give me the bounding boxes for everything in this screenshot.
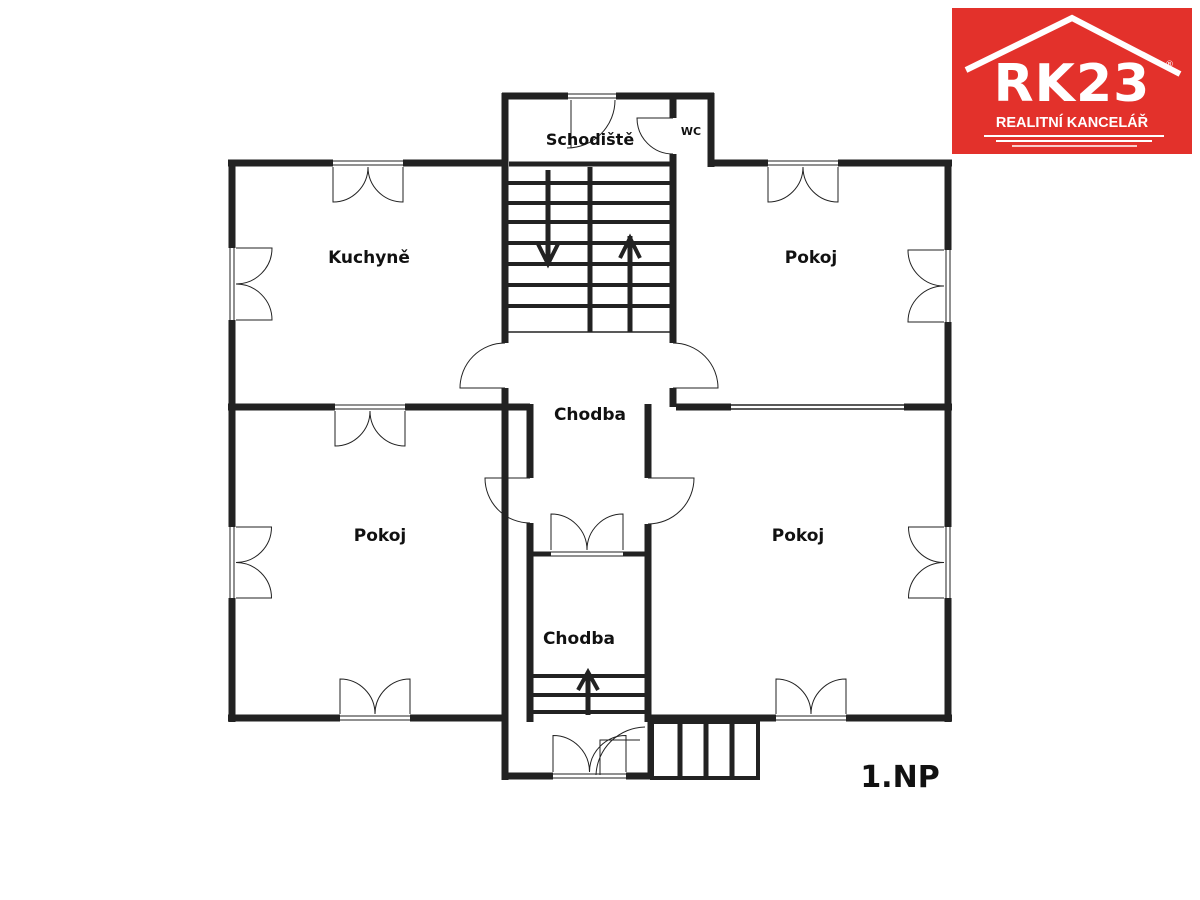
door-swing xyxy=(459,342,506,389)
window xyxy=(907,526,952,599)
door xyxy=(484,477,534,524)
window-opening xyxy=(333,159,403,167)
window-opening xyxy=(553,772,626,780)
door-opening xyxy=(669,118,677,154)
window xyxy=(339,678,411,722)
window-leaves xyxy=(907,526,945,599)
room-label-wc: WC xyxy=(681,125,701,138)
window-leaves xyxy=(332,166,404,203)
window xyxy=(334,403,406,447)
window xyxy=(767,159,839,203)
room-label-pokoj-top-right: Pokoj xyxy=(785,248,838,268)
stair-arrow-up-icon xyxy=(618,233,642,259)
logo-brand: RK23 xyxy=(993,54,1151,114)
window-leaves xyxy=(550,513,624,551)
window-leaves xyxy=(775,678,847,715)
window-leaves xyxy=(907,249,945,323)
floor-label: 1.NP xyxy=(860,760,939,795)
wall xyxy=(509,161,676,167)
door-opening xyxy=(644,478,652,524)
rk23-logo: RK23 ® REALITNÍ KANCELÁŘ xyxy=(952,8,1192,154)
room-label-kuchyne: Kuchyně xyxy=(328,248,410,268)
window-opening xyxy=(228,527,236,598)
door-opening xyxy=(526,478,534,523)
stair-arrow-down-icon xyxy=(536,243,560,269)
wall xyxy=(228,160,236,722)
door-swing xyxy=(672,342,719,389)
wall xyxy=(644,404,652,722)
room-labels: Schodiště WC Kuchyně Pokoj Chodba Pokoj … xyxy=(328,125,940,795)
wall xyxy=(676,403,731,411)
logo-tagline: REALITNÍ KANCELÁŘ xyxy=(995,115,1149,131)
window-leaves xyxy=(552,734,627,773)
door-opening xyxy=(501,343,509,388)
window xyxy=(552,734,627,780)
window-leaf xyxy=(566,99,616,149)
door-swing xyxy=(636,117,674,155)
window-opening xyxy=(944,250,952,322)
window-leaves xyxy=(767,166,839,203)
door xyxy=(636,117,677,155)
room-label-pokoj-left: Pokoj xyxy=(354,526,407,546)
window xyxy=(566,92,616,149)
wall xyxy=(501,93,509,780)
logo-registered: ® xyxy=(1165,60,1174,70)
window-opening xyxy=(568,92,616,100)
entrance-door-swing xyxy=(595,726,646,776)
door-swing xyxy=(484,477,531,524)
wall xyxy=(669,96,677,407)
window-opening xyxy=(776,714,846,722)
window-opening xyxy=(551,550,623,558)
door xyxy=(459,342,509,389)
door-swing xyxy=(647,477,695,525)
fixtures xyxy=(228,92,952,780)
window xyxy=(332,159,404,203)
room-label-chodba-entrance: Chodba xyxy=(543,629,615,649)
window xyxy=(228,247,273,321)
roof-icon xyxy=(964,14,1182,147)
window-opening xyxy=(768,159,838,167)
window-leaves xyxy=(334,410,406,447)
window-leaves xyxy=(235,526,273,599)
window-opening xyxy=(228,248,236,320)
room-label-schodiste: Schodiště xyxy=(546,130,635,149)
room-label-pokoj-right: Pokoj xyxy=(772,526,825,546)
door xyxy=(644,477,695,525)
window xyxy=(550,513,624,558)
wall xyxy=(505,403,530,411)
window xyxy=(907,249,952,323)
window-leaves xyxy=(339,678,411,715)
window-opening xyxy=(340,714,410,722)
wall xyxy=(904,403,952,411)
wall xyxy=(526,404,534,722)
window xyxy=(228,526,273,599)
wall xyxy=(944,160,952,722)
door xyxy=(669,342,719,389)
window-leaves xyxy=(235,247,273,321)
stair-arrow-up-icon xyxy=(576,667,600,691)
window-opening xyxy=(335,403,405,411)
window-opening xyxy=(944,527,952,598)
door-opening xyxy=(669,343,677,388)
wall xyxy=(707,93,715,167)
window xyxy=(775,678,847,722)
room-label-chodba-main: Chodba xyxy=(554,405,626,425)
